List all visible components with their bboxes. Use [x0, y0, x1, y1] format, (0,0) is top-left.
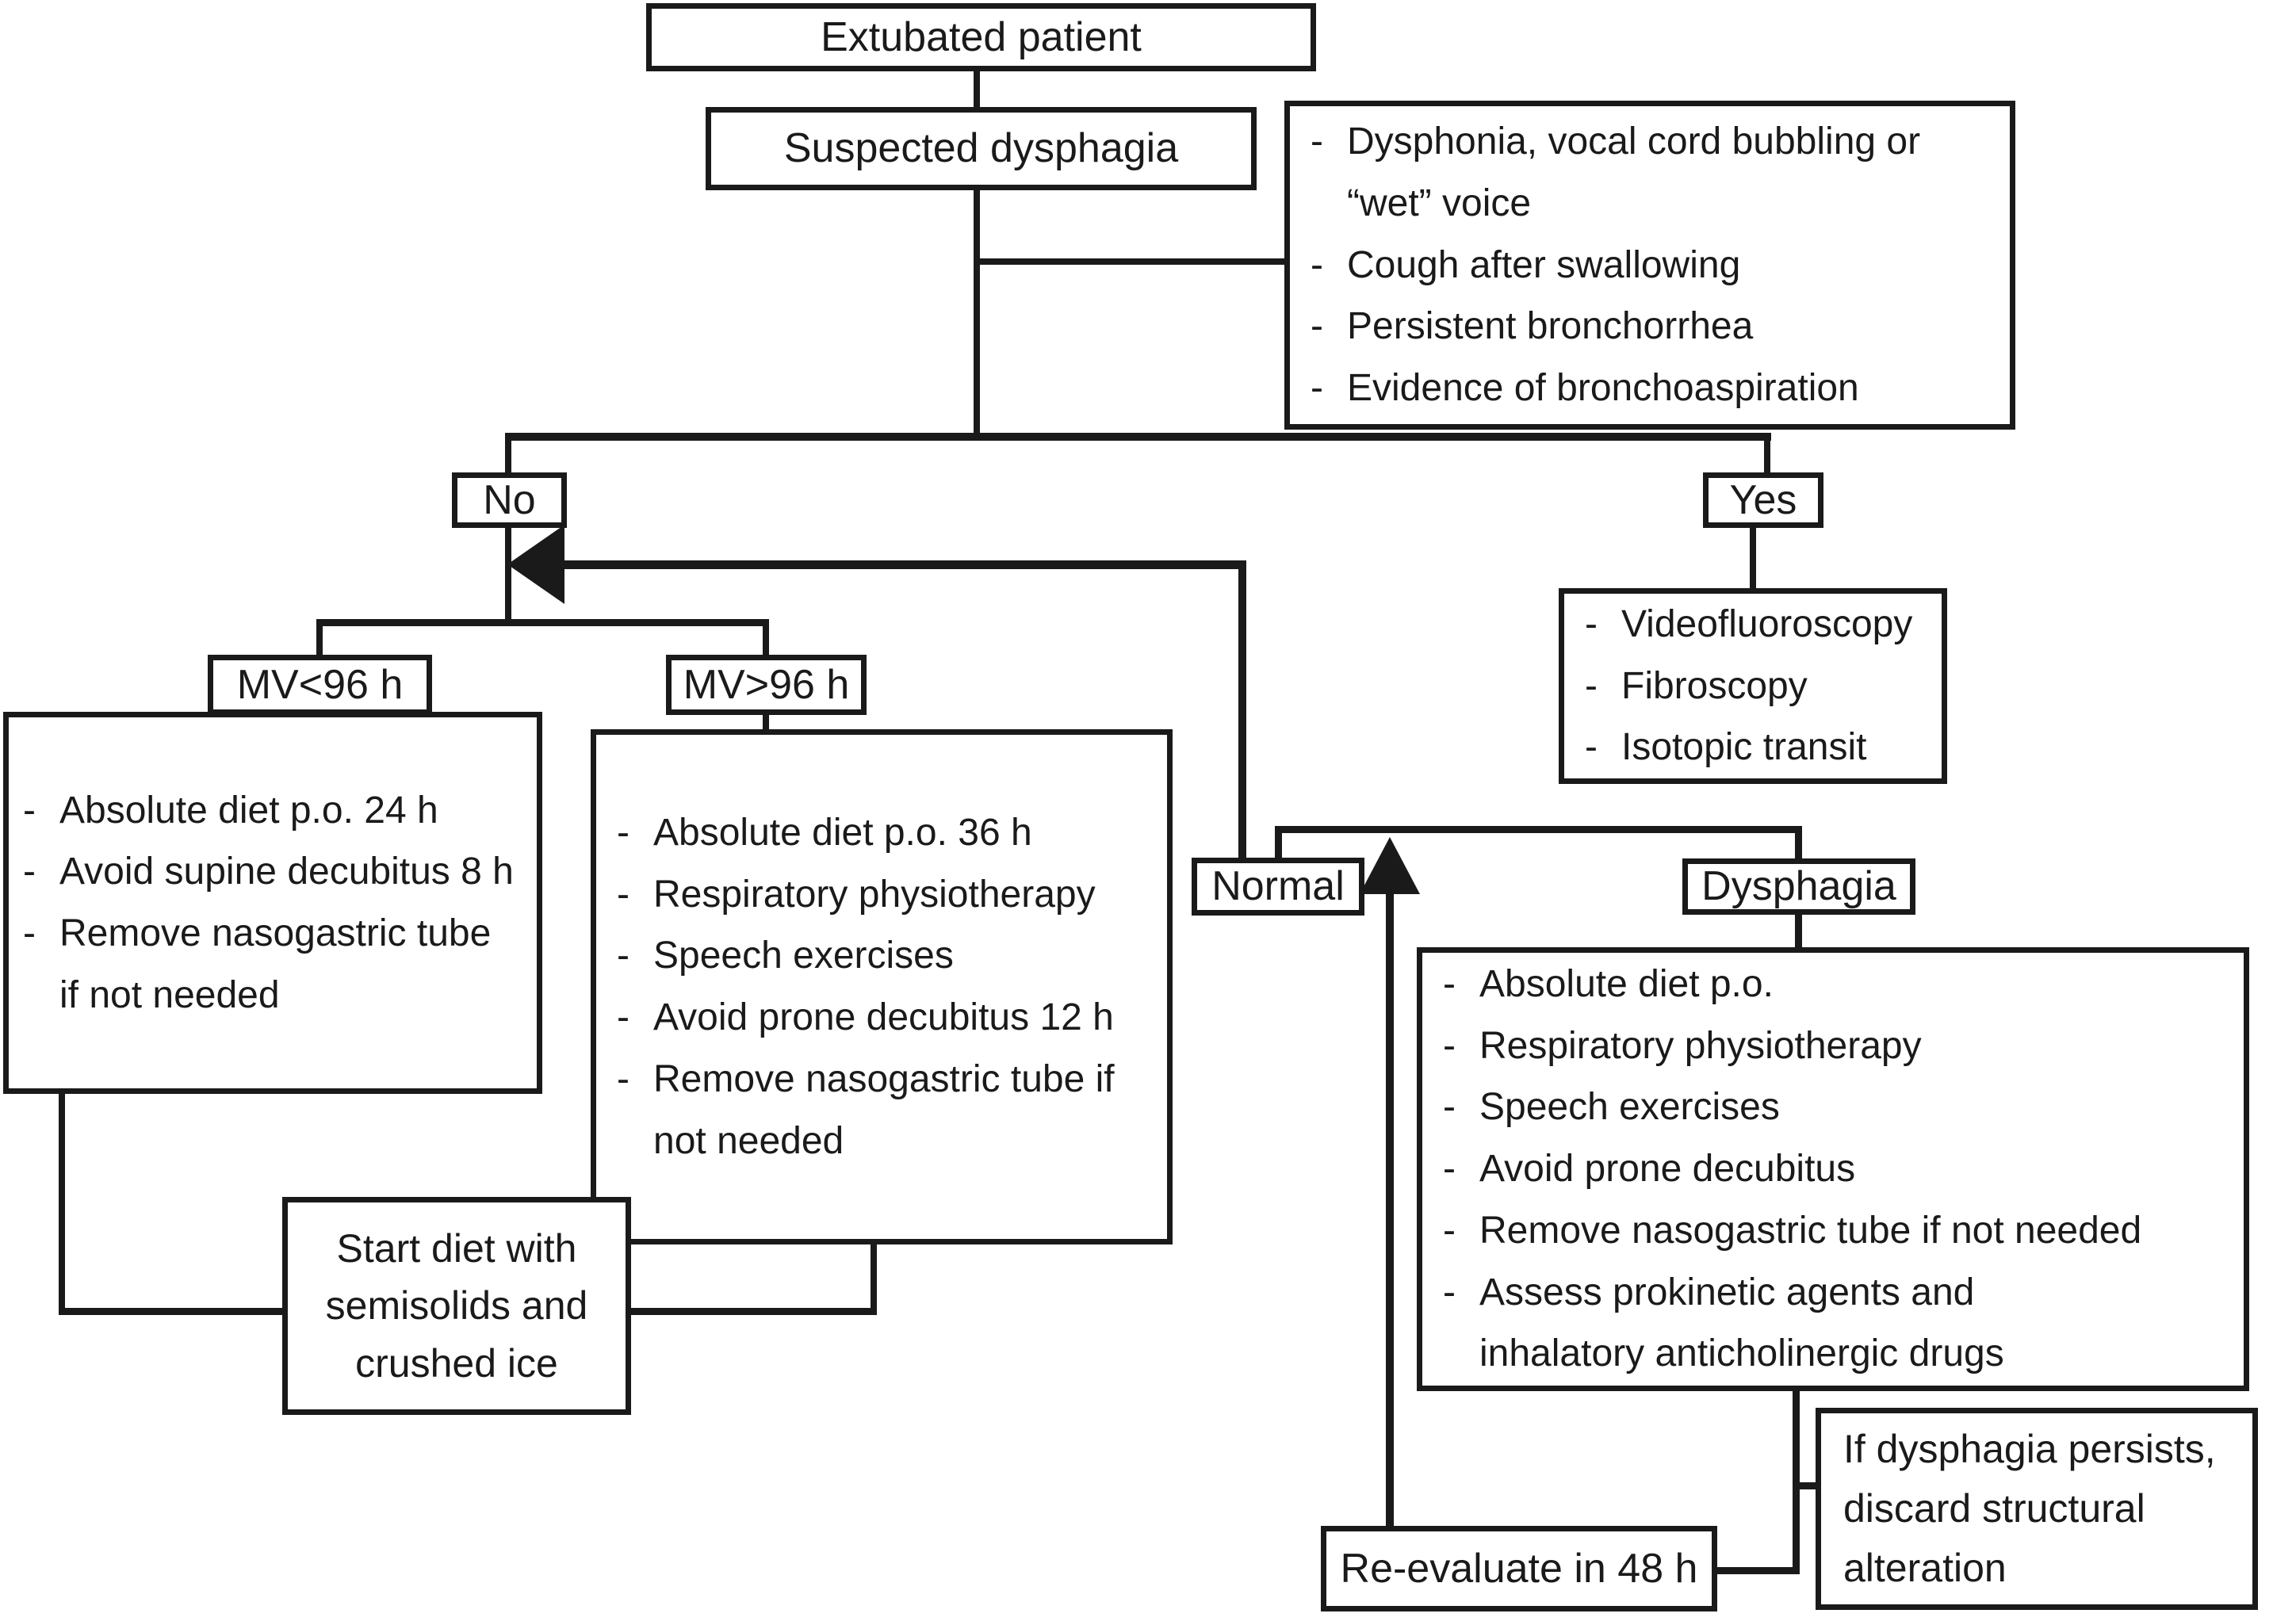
node-dysphagia-persists-label: If dysphagia persists, discard structura… — [1843, 1427, 2216, 1590]
list-item: Remove nasogastric tube if not needed — [617, 1049, 1156, 1172]
node-dysphagia-label: Dysphagia — [1701, 863, 1896, 909]
connector-split-to-yes — [1764, 438, 1770, 476]
list-item: Remove nasogastric tube if not needed — [23, 903, 526, 1027]
connector-dysphagia-bigbox — [1795, 912, 1802, 949]
node-no-label: No — [483, 476, 536, 523]
connector-yes-tests — [1750, 526, 1756, 588]
node-extubated-patient-label: Extubated patient — [821, 13, 1142, 60]
list-item: Absolute diet p.o. — [1443, 954, 2233, 1015]
mv-greater-actions-list: Absolute diet p.o. 36 h Respiratory phys… — [596, 735, 1167, 1239]
symptoms-list: Dysphonia, vocal cord bubbling or “wet” … — [1290, 106, 2010, 424]
connector-bracket-to-dysphagia — [1795, 829, 1802, 860]
list-item: Respiratory physiotherapy — [617, 864, 1156, 926]
connector-leftbox-down — [59, 1092, 65, 1314]
list-item: Speech exercises — [617, 925, 1156, 987]
node-normal: Normal — [1192, 858, 1364, 916]
list-item: Avoid prone decubitus 12 h — [617, 987, 1156, 1049]
node-dysphagia: Dysphagia — [1682, 858, 1915, 915]
connector-mvsplit-to-mvless — [316, 624, 323, 658]
node-reevaluate: Re-evaluate in 48 h — [1321, 1526, 1717, 1611]
node-suspected-dysphagia: Suspected dysphagia — [706, 107, 1257, 190]
connector-to-reevaluate — [1714, 1567, 1797, 1574]
node-dysphagia-persists: If dysphagia persists, discard structura… — [1816, 1408, 2258, 1610]
node-suspected-dysphagia-label: Suspected dysphagia — [783, 125, 1179, 171]
connector-suspected-split — [974, 189, 980, 439]
connector-extubated-suspected — [974, 71, 980, 109]
list-item: Fibroscopy — [1585, 656, 1931, 717]
connector-mvsplit-to-mvgreater — [763, 624, 769, 658]
connector-to-persists — [1797, 1482, 1823, 1489]
node-mv-greater-96: MV>96 h — [666, 655, 867, 715]
list-item: Respiratory physiotherapy — [1443, 1015, 2233, 1077]
list-item: Videofluoroscopy — [1585, 594, 1931, 656]
connector-bigbox-down — [1793, 1390, 1800, 1574]
list-item: Avoid supine decubitus 8 h — [23, 841, 526, 903]
list-item: Absolute diet p.o. 24 h — [23, 780, 526, 842]
node-dysphagia-actions: Absolute diet p.o. Respiratory physiothe… — [1417, 947, 2249, 1391]
arrow-up-icon — [1360, 837, 1420, 894]
list-item: Dysphonia, vocal cord bubbling or “wet” … — [1311, 111, 1999, 235]
tests-list: Videofluoroscopy Fibroscopy Isotopic tra… — [1564, 594, 1942, 778]
connector-normal-return-vertical — [1238, 560, 1246, 858]
list-item: Avoid prone decubitus — [1443, 1138, 2233, 1200]
node-mv-greater-actions: Absolute diet p.o. 36 h Respiratory phys… — [591, 729, 1173, 1244]
node-start-diet-label: Start diet with semisolids and crushed i… — [325, 1225, 588, 1386]
connector-mv-split — [316, 619, 769, 626]
node-mv-less-96-label: MV<96 h — [236, 661, 404, 708]
list-item: Persistent bronchorrhea — [1311, 296, 1999, 357]
node-no: No — [452, 472, 567, 528]
node-mv-less-actions: Absolute diet p.o. 24 h Avoid supine dec… — [3, 712, 542, 1094]
node-mv-less-96: MV<96 h — [208, 655, 432, 715]
connector-reevaluate-up-shaft — [1386, 889, 1394, 1527]
list-item: Assess prokinetic agents and inhalatory … — [1443, 1262, 2233, 1386]
connector-split-no-yes — [505, 433, 1771, 441]
connector-spur-symptoms — [977, 258, 1286, 265]
node-yes-label: Yes — [1729, 476, 1797, 523]
list-item: Isotopic transit — [1585, 717, 1931, 778]
connector-normal-dysphagia-bracket — [1275, 826, 1802, 833]
mv-less-actions-list: Absolute diet p.o. 24 h Avoid supine dec… — [9, 717, 537, 1088]
node-reevaluate-label: Re-evaluate in 48 h — [1340, 1545, 1698, 1592]
list-item: Remove nasogastric tube if not needed — [1443, 1200, 2233, 1262]
list-item: Cough after swallowing — [1311, 235, 1999, 296]
node-yes: Yes — [1703, 472, 1823, 528]
connector-mvgreater-midbox — [763, 712, 769, 731]
list-item: Absolute diet p.o. 36 h — [617, 802, 1156, 864]
node-start-diet: Start diet with semisolids and crushed i… — [282, 1197, 631, 1415]
connector-normal-return-horizontal — [542, 560, 1246, 569]
connector-midbox-down — [871, 1243, 877, 1313]
node-extubated-patient: Extubated patient — [646, 3, 1316, 71]
node-mv-greater-96-label: MV>96 h — [683, 661, 850, 708]
connector-split-to-no — [505, 438, 511, 476]
node-normal-label: Normal — [1211, 863, 1345, 909]
node-symptoms-list: Dysphonia, vocal cord bubbling or “wet” … — [1284, 101, 2015, 430]
arrow-left-icon — [507, 525, 564, 604]
list-item: Speech exercises — [1443, 1076, 2233, 1138]
dysphagia-actions-list: Absolute diet p.o. Respiratory physiothe… — [1422, 953, 2244, 1386]
connector-bracket-to-normal — [1275, 829, 1282, 859]
node-instrumental-tests: Videofluoroscopy Fibroscopy Isotopic tra… — [1559, 588, 1947, 784]
list-item: Evidence of bronchoaspiration — [1311, 357, 1999, 419]
